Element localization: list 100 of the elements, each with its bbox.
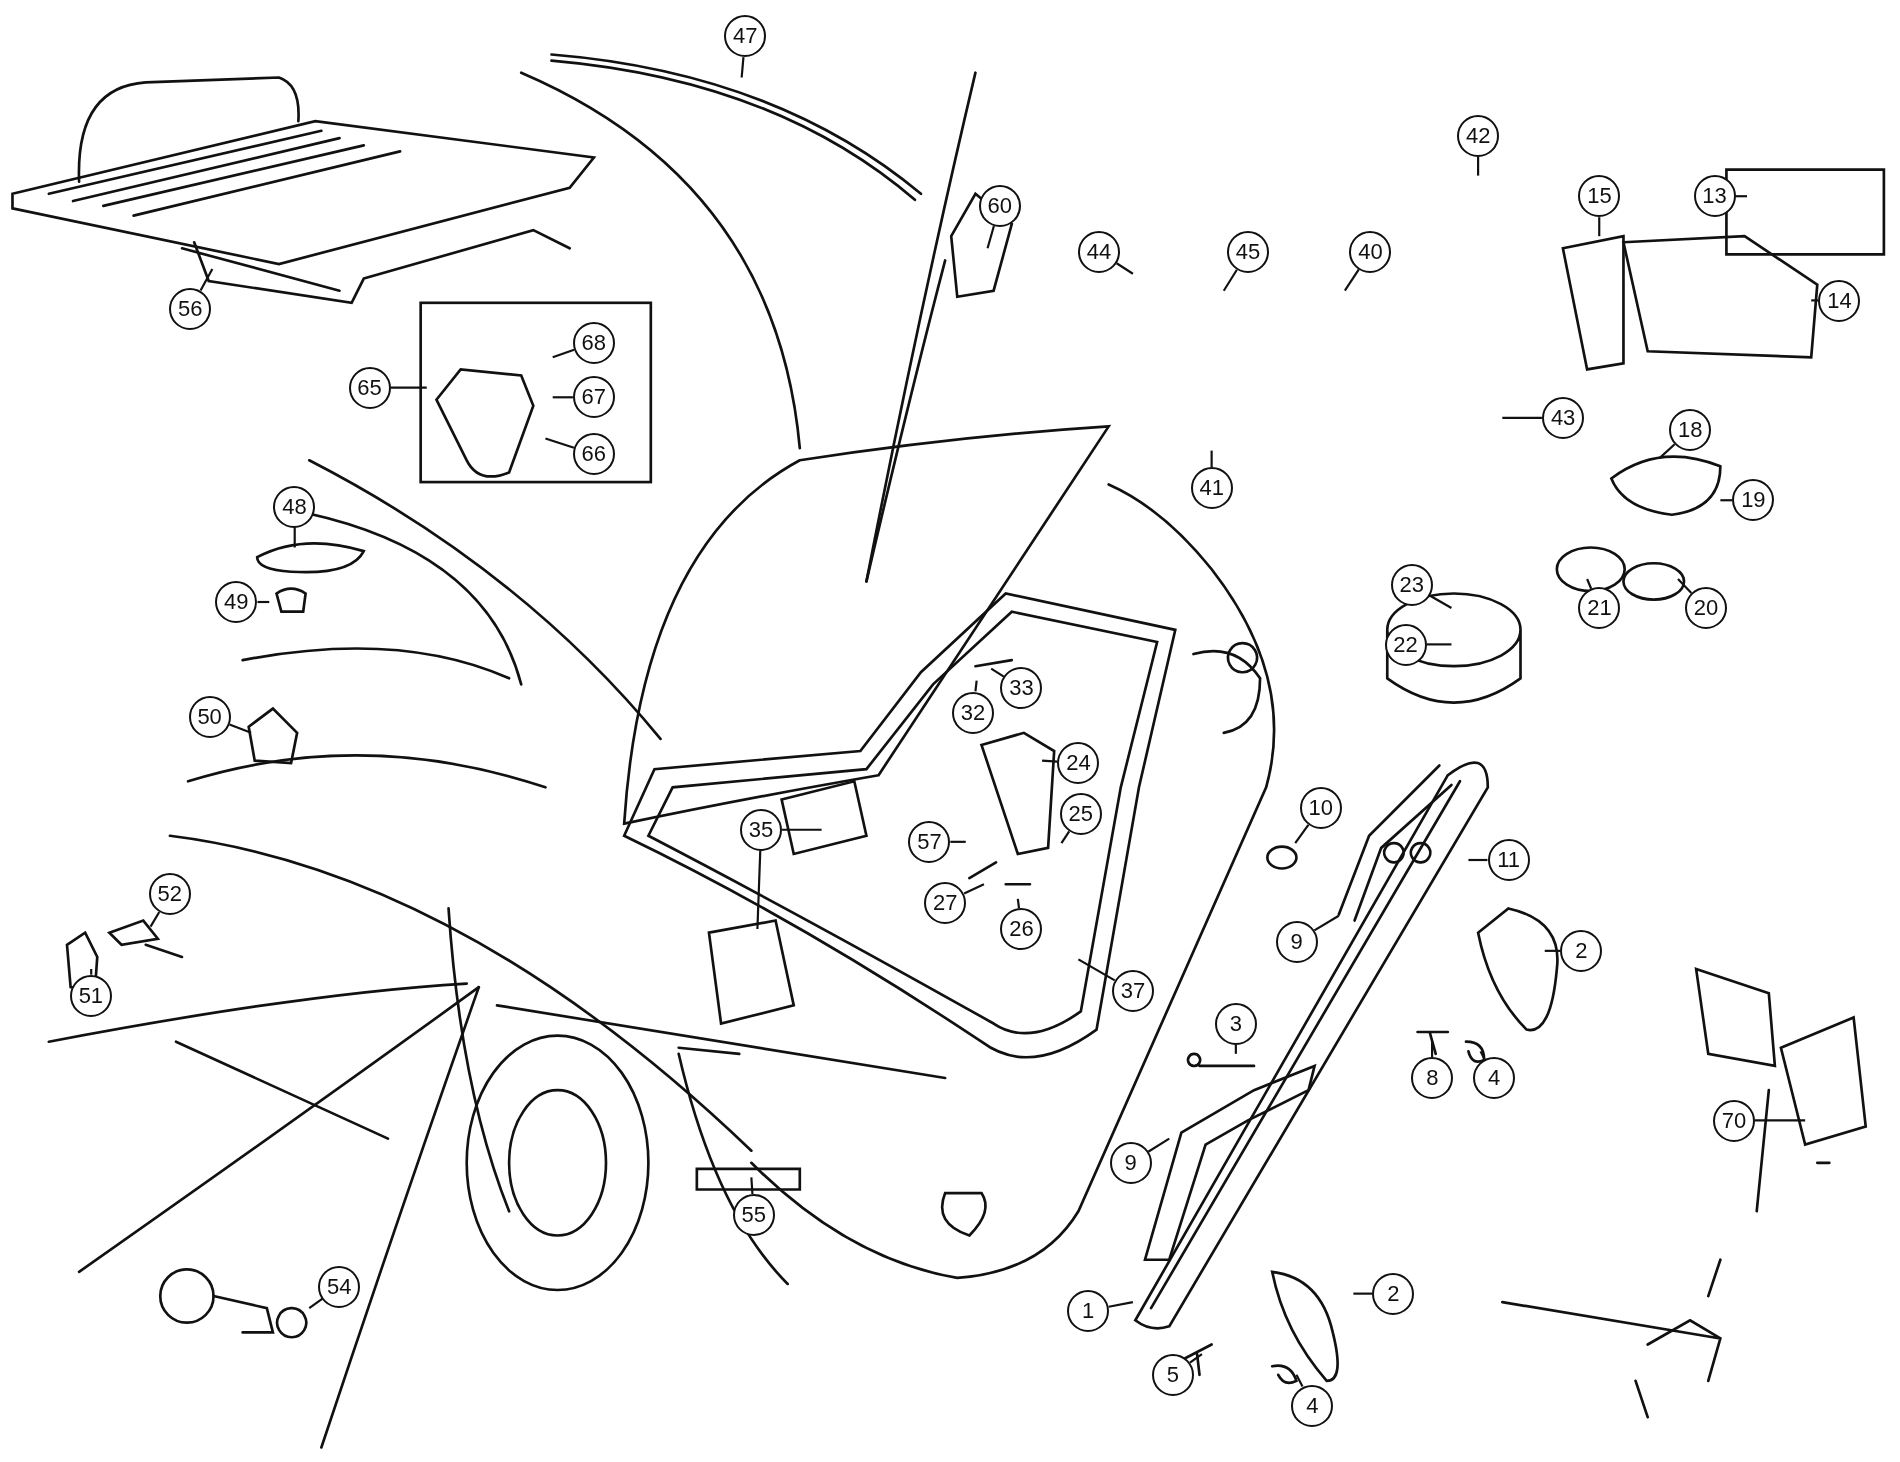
callout-circle [1542,397,1585,440]
leader-line [1343,268,1360,292]
callout-number: 45 [1235,239,1261,266]
callout-circle [1000,667,1043,710]
callout-circle [1000,908,1043,951]
callout-number: 4 [1487,1065,1501,1092]
callout-circle [1457,114,1500,157]
leader-line [1222,269,1238,292]
callout-number: 32 [960,699,986,726]
leader-line [1720,499,1733,502]
callout-circle [188,696,231,739]
callout-number: 9 [1290,928,1303,955]
leader-line [1426,643,1452,646]
callout-number: 67 [581,384,606,411]
callout-number: 20 [1693,595,1719,622]
callout-number: 37 [1120,978,1146,1005]
leader-line [986,225,995,249]
callout-circle [1487,839,1530,882]
leader-line [1353,1292,1373,1295]
leader-line [950,840,966,843]
callout-circle [732,1194,775,1237]
leader-line [149,911,161,928]
callout-circle [1109,1142,1152,1185]
leader-line [740,57,745,78]
callout-number: 44 [1086,239,1112,266]
callout-number: 50 [197,704,222,731]
callout-circle [1390,564,1433,607]
callout-number: 47 [732,23,758,50]
callout-circle [69,975,112,1018]
callout-number: 9 [1124,1150,1137,1177]
callout-circle [1151,1354,1194,1397]
leader-line [1586,578,1593,590]
callout-circle [273,485,316,528]
callout-circle [169,288,212,330]
callout-number: 1 [1082,1298,1095,1325]
callout-circle [1560,930,1603,973]
leader-line [1598,217,1601,237]
callout-circle [1411,1057,1454,1100]
leader-line [293,527,296,548]
callout-number: 60 [987,193,1012,219]
leader-line [545,437,575,449]
callout-circle [1111,970,1154,1013]
callout-circle [1227,231,1270,274]
callout-number: 49 [224,589,249,616]
callout-circle [215,581,258,624]
leader-line [1477,156,1480,176]
leader-line [1429,594,1452,609]
callout-number: 14 [1827,287,1852,314]
callout-number: 54 [327,1273,352,1300]
callout-circle [1473,1057,1516,1100]
leader-line [1313,914,1340,932]
callout-number: 68 [581,329,606,356]
callout-number: 24 [1066,750,1091,777]
callout-circle [1059,793,1102,836]
leader-line [90,969,93,975]
callout-number: 66 [581,441,606,468]
leader-line [1042,759,1058,763]
callout-number: 40 [1358,239,1383,266]
leader-line [1060,830,1071,844]
leader-line [308,1297,324,1310]
callout-number: 21 [1587,595,1612,622]
callout-number: 56 [178,296,203,322]
callout-number: 3 [1229,1010,1243,1037]
callout-number: 55 [741,1202,766,1229]
callout-number: 5 [1166,1362,1180,1389]
callout-circle [1214,1002,1257,1045]
callout-circle [572,376,615,419]
callout-circle [1067,1290,1110,1333]
callout-number: 27 [932,889,958,916]
leader-line [756,850,762,930]
callout-number: 26 [1009,916,1034,943]
callout-circle [1578,175,1621,218]
callout-circle [1578,587,1621,630]
callout-circle [572,321,615,364]
leader-line [974,680,978,692]
callout-number: 52 [157,881,182,908]
callout-number: 43 [1550,405,1576,432]
callout-number: 42 [1466,122,1491,149]
callout-number: 13 [1702,183,1727,210]
leader-line [390,386,427,389]
leader-line [1468,858,1488,862]
callout-number: 2 [1387,1281,1400,1308]
callout-number: 11 [1497,847,1521,874]
callout-circle [572,433,615,476]
callout-circle [1291,1384,1334,1427]
callout-circle [318,1265,361,1308]
callout-circle [148,873,191,916]
callout-circle [1057,742,1100,785]
callout-number: 4 [1306,1392,1319,1419]
callout-circle [1299,787,1342,830]
callout-number: 2 [1575,938,1588,965]
callout-number: 35 [748,817,774,844]
leader-line [1677,578,1693,594]
callout-circle [1275,920,1318,963]
callout-circle [1078,231,1121,274]
callout-circle [1190,467,1233,510]
leader-line [1295,1374,1304,1387]
leader-line [1234,1044,1237,1054]
callout-number: 57 [917,829,942,856]
callout-number: 18 [1678,417,1703,444]
